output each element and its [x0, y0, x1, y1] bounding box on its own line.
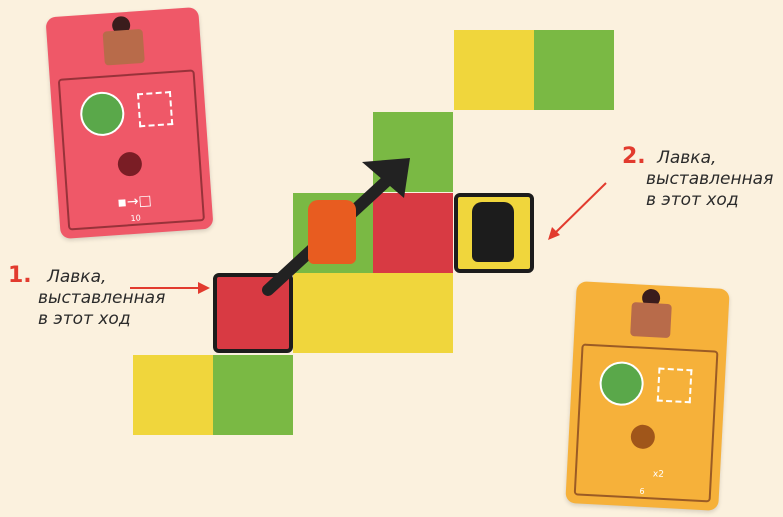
yellow-tile — [454, 30, 534, 110]
annotation-2: 2. Лавка, выставленная в этот ход — [622, 146, 782, 211]
annotation-line: в этот ход — [646, 190, 739, 210]
annotation-line: Лавка, — [657, 148, 716, 168]
pink-shop-card[interactable]: ▪→□ 10 — [45, 7, 213, 239]
green-tile — [534, 30, 614, 110]
annotation-line: в этот ход — [38, 309, 131, 329]
annotation-line: Лавка, — [47, 267, 106, 287]
multiplier-label: x2 — [652, 469, 683, 485]
yellow-tile — [293, 273, 373, 353]
annotation-number: 2. — [622, 144, 646, 169]
red-tile — [373, 193, 453, 273]
card-number: 6 — [632, 486, 653, 501]
yellow-tile — [133, 355, 213, 435]
annotation-line: выставленная — [38, 288, 165, 308]
annotation-number: 1. — [8, 263, 32, 288]
yellow-tile — [373, 273, 453, 353]
expand-pattern-icon — [137, 91, 173, 127]
orange-dragon-piece[interactable] — [308, 200, 356, 264]
shop-building-icon — [630, 302, 672, 338]
shop-building-icon — [103, 29, 145, 66]
orange-shop-card[interactable]: x2 6 — [565, 281, 729, 511]
annotation-line: выставленная — [646, 169, 773, 189]
annotation-1: 1. Лавка, выставленная в этот ход — [8, 265, 158, 330]
green-tile — [213, 355, 293, 435]
black-dragon-piece[interactable] — [472, 202, 514, 262]
card-number: 10 — [125, 213, 146, 228]
card-frame — [574, 343, 719, 502]
red-tile-highlighted[interactable] — [213, 273, 293, 353]
green-tile — [373, 112, 453, 192]
expand-pattern-icon — [657, 368, 693, 404]
